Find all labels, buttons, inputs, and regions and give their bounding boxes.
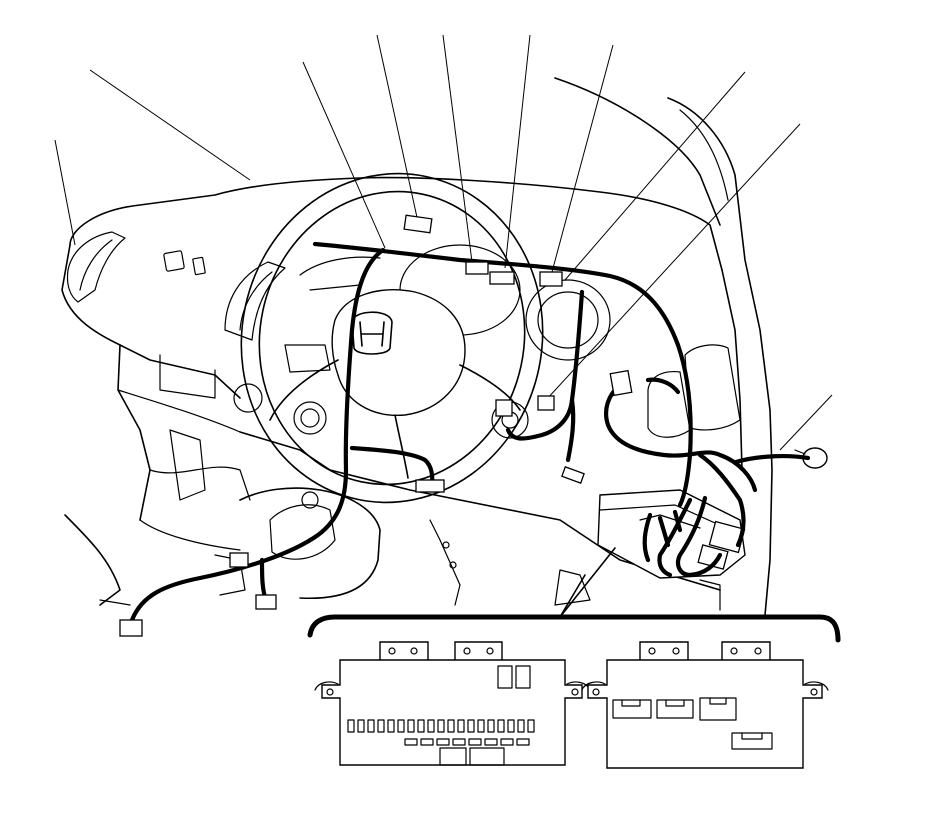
leader-line-5 <box>442 34 473 263</box>
switch-icon <box>163 250 185 272</box>
connector-11 <box>255 594 277 610</box>
connector-9 <box>609 369 633 397</box>
steering-wheel <box>233 172 611 504</box>
leader-line-7 <box>551 44 614 273</box>
connector-12 <box>229 552 249 568</box>
connector-1 <box>403 214 433 234</box>
leader-line-1 <box>54 139 76 246</box>
leader-line-8 <box>564 71 746 281</box>
connector-7 <box>415 479 445 493</box>
connector-4 <box>539 271 563 287</box>
harness-connectors <box>119 214 633 637</box>
connector-10 <box>119 619 143 637</box>
connector-2 <box>465 261 489 275</box>
leader-line-9 <box>545 123 801 401</box>
leader-line-10 <box>779 394 833 451</box>
fuse-box-left-detail <box>314 641 591 766</box>
fuse-row <box>347 719 535 733</box>
honda-logo <box>351 311 393 355</box>
connector-5 <box>537 395 555 411</box>
harness-left-drop <box>129 247 386 623</box>
leader-line-3 <box>302 61 386 249</box>
leader-line-2 <box>89 69 251 181</box>
connector-6 <box>495 399 513 417</box>
connector-3 <box>489 271 515 285</box>
detail-bracket <box>307 547 841 643</box>
dashboard-outline <box>61 77 828 616</box>
wire-harness <box>129 241 811 623</box>
leader-line-4 <box>376 34 419 223</box>
fuse-box-right-detail <box>581 641 829 769</box>
leader-line-6 <box>504 34 531 269</box>
connector-8 <box>561 466 585 484</box>
callout-leaders <box>54 34 833 451</box>
